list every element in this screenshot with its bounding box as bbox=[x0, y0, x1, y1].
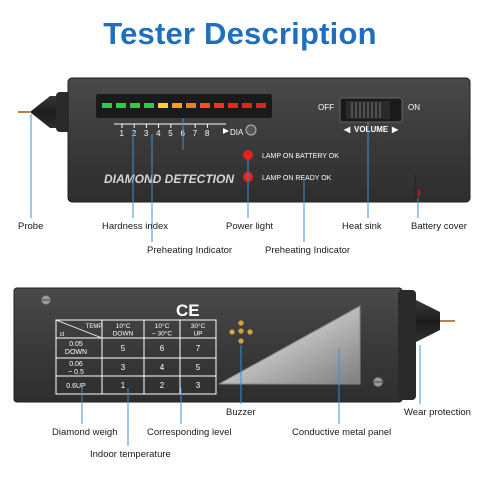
callout-conductive-metal-panel: Conductive metal panel bbox=[292, 427, 392, 438]
table-cell: 1 bbox=[121, 381, 126, 390]
led-segment bbox=[186, 103, 196, 108]
led-segment bbox=[102, 103, 112, 108]
table-cell: 4 bbox=[160, 363, 165, 372]
table-cell: 5 bbox=[121, 344, 126, 353]
table-cell: 6 bbox=[160, 344, 165, 353]
conductive-metal-panel bbox=[218, 305, 361, 385]
callout-preheating-indicator-2: Preheating Indicator bbox=[265, 245, 351, 256]
led-window bbox=[96, 94, 272, 118]
scale-number: 4 bbox=[156, 129, 161, 138]
callout-buzzer: Buzzer bbox=[226, 407, 256, 418]
table-col-header: UP bbox=[193, 331, 202, 338]
off-label: OFF bbox=[318, 103, 334, 112]
probe-tip bbox=[30, 96, 58, 128]
back-probe-tip bbox=[416, 300, 440, 342]
dia-arrow-icon bbox=[223, 128, 229, 134]
led-segment bbox=[228, 103, 238, 108]
scale-number: 2 bbox=[132, 129, 137, 138]
led-segment bbox=[242, 103, 252, 108]
callout-corresponding-level: Corresponding level bbox=[147, 427, 232, 438]
callout-preheating-indicator-1: Preheating Indicator bbox=[147, 245, 233, 256]
led-segment bbox=[200, 103, 210, 108]
led-segment bbox=[144, 103, 154, 108]
scale-number: 8 bbox=[205, 129, 210, 138]
page-title: Tester Description bbox=[103, 16, 377, 51]
scale-number: 1 bbox=[120, 129, 125, 138]
dia-label: DIA bbox=[230, 128, 244, 137]
led-segment bbox=[214, 103, 224, 108]
buzzer-holes bbox=[229, 320, 253, 344]
table-row-label: 0.06 bbox=[69, 361, 83, 368]
table-corner-ct: ct bbox=[60, 332, 65, 338]
callout-wear-protection: Wear protection bbox=[404, 407, 471, 418]
callout-battery-cover: Battery cover bbox=[411, 221, 467, 232]
table-row-label: 0.6UP bbox=[66, 383, 86, 390]
table-cell: 2 bbox=[160, 381, 165, 390]
volume-arrow-right: ▶ bbox=[391, 125, 399, 134]
callout-indoor-temperature: Indoor temperature bbox=[90, 449, 171, 460]
volume-arrow-left: ◀ bbox=[343, 125, 351, 134]
ce-mark: CE bbox=[176, 301, 200, 320]
led-bar bbox=[102, 103, 266, 108]
on-label: ON bbox=[408, 103, 420, 112]
led-segment bbox=[158, 103, 168, 108]
table-cell: 7 bbox=[196, 344, 201, 353]
scale-number: 3 bbox=[144, 129, 149, 138]
dia-button bbox=[245, 124, 257, 136]
back-callout-lines bbox=[81, 345, 421, 446]
led-segment bbox=[130, 103, 140, 108]
table-row-label: ~ 0.5 bbox=[68, 369, 84, 376]
table-col-header: 30°C bbox=[191, 322, 206, 330]
callout-probe: Probe bbox=[18, 221, 44, 232]
table-row-label: DOWN bbox=[65, 349, 87, 356]
table-row-label: 0.05 bbox=[69, 341, 83, 348]
table-col-header: ~ 30°C bbox=[152, 330, 172, 338]
table-col-header: 10°C bbox=[155, 322, 170, 330]
callout-hardness-index: Hardness index bbox=[102, 221, 169, 232]
brand-text: DIAMOND DETECTION bbox=[104, 172, 234, 186]
battery-lamp-label: LAMP ON BATTERY OK bbox=[262, 153, 339, 160]
ready-lamp-label: LAMP ON READY OK bbox=[262, 175, 332, 182]
scale-number: 5 bbox=[168, 129, 173, 138]
table-cell: 5 bbox=[196, 363, 201, 372]
callout-power-light: Power light bbox=[226, 221, 273, 232]
back-probe-collar bbox=[398, 290, 416, 400]
volume-label: VOLUME bbox=[354, 125, 389, 134]
table-col-header: DOWN bbox=[113, 331, 134, 338]
table-cell: 3 bbox=[196, 381, 201, 390]
battery-lamp bbox=[243, 150, 253, 160]
table-corner-temp: TEMP bbox=[86, 324, 103, 330]
led-segment bbox=[256, 103, 266, 108]
volume-switch-knob bbox=[346, 101, 390, 119]
callout-heat-sink: Heat sink bbox=[342, 221, 382, 232]
front-callout-lines bbox=[30, 114, 419, 242]
battery-cover-mark bbox=[418, 190, 420, 196]
led-segment bbox=[116, 103, 126, 108]
table-col-header: 10°C bbox=[116, 322, 131, 330]
callout-diamond-weigh: Diamond weigh bbox=[52, 427, 118, 438]
table-cell: 3 bbox=[121, 363, 126, 372]
scale-number: 7 bbox=[193, 129, 198, 138]
led-segment bbox=[172, 103, 182, 108]
